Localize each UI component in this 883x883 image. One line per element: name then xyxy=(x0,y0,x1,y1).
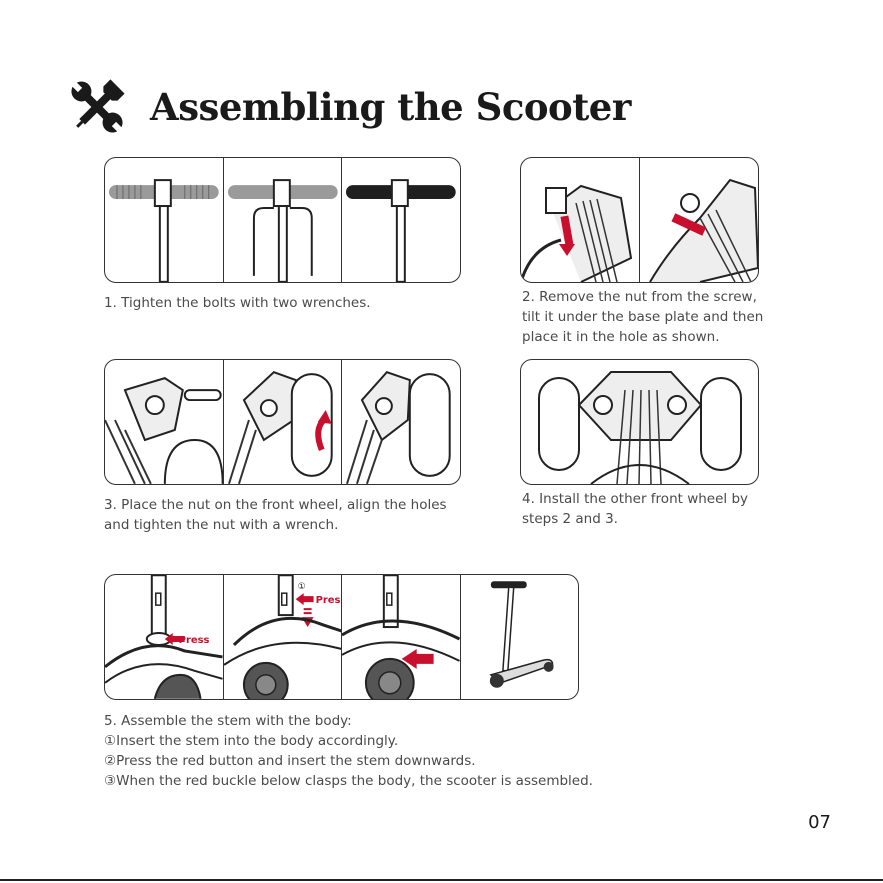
step5-image-b: ① Press xyxy=(222,575,341,699)
step1-image-a xyxy=(105,158,223,282)
step3-caption: 3. Place the nut on the front wheel, ali… xyxy=(104,497,447,533)
step1-caption: 1. Tighten the bolts with two wrenches. xyxy=(104,295,371,311)
step3-image-b xyxy=(222,360,342,484)
step2-caption: 2. Remove the nut from the screw, tilt i… xyxy=(522,289,764,345)
step2-image-a xyxy=(521,158,639,282)
step5-press-label-b: Press xyxy=(315,595,341,606)
page-title: Assembling the Scooter xyxy=(150,85,631,129)
step5-image-d xyxy=(459,575,579,699)
step5-step-marker: ① xyxy=(297,582,305,592)
step1-image-c xyxy=(341,158,460,282)
bottom-divider xyxy=(0,879,883,881)
step4-image xyxy=(521,360,758,484)
step2-illustration-panel xyxy=(520,157,759,283)
step3-image-a xyxy=(105,360,223,484)
step4-caption: 4. Install the other front wheel by step… xyxy=(522,491,749,527)
step3-illustration-panel xyxy=(104,359,461,485)
page-number: 07 xyxy=(808,812,831,833)
step4-illustration-panel xyxy=(520,359,759,485)
step5-illustration-panel: Press ① Press xyxy=(104,574,579,700)
step1-image-b xyxy=(222,158,342,282)
step5-press-label-a: Press xyxy=(179,635,210,646)
page-header: Assembling the Scooter xyxy=(62,72,631,142)
step1-illustration-panel xyxy=(104,157,461,283)
step3-image-c xyxy=(341,360,460,484)
step2-image-b xyxy=(639,158,758,282)
step5-image-a: Press xyxy=(105,575,223,699)
tools-icon xyxy=(70,79,125,134)
step5-caption: 5. Assemble the stem with the body: ①Ins… xyxy=(104,713,593,789)
step5-image-c xyxy=(341,575,460,699)
